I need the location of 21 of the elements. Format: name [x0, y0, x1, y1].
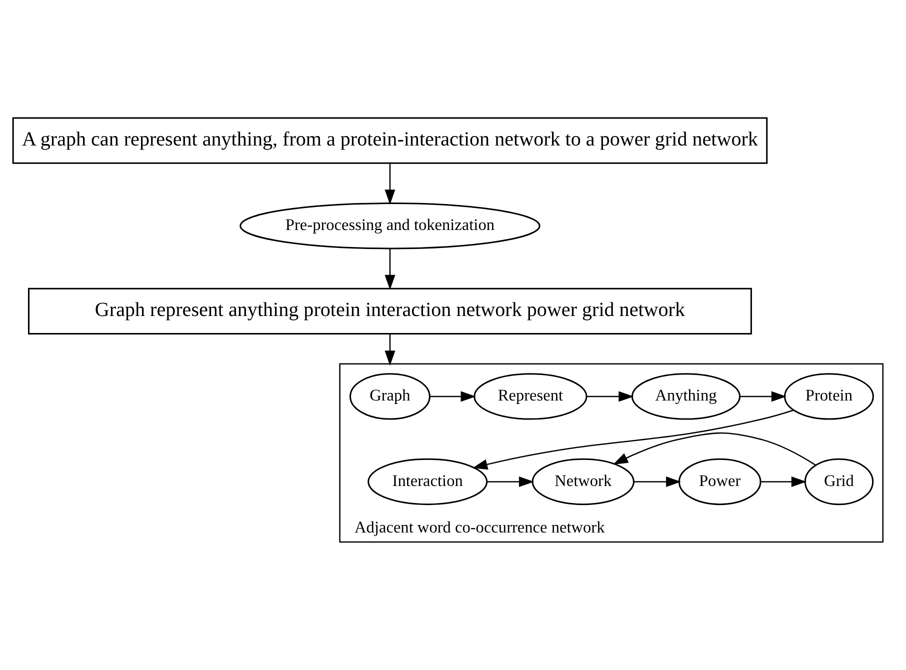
arrow — [384, 164, 396, 205]
node-box: Graph represent anything protein interaction network power grid network — [28, 288, 752, 334]
arrow — [430, 391, 476, 402]
node-ellipse: Grid — [804, 458, 874, 506]
node-ellipse: Pre-processing and tokenization — [240, 202, 540, 250]
node-ellipse: Protein — [784, 373, 874, 420]
arrow — [472, 410, 794, 470]
arrow — [384, 248, 396, 290]
arrow — [634, 476, 682, 488]
arrow — [586, 391, 634, 402]
node-ellipse: Graph — [350, 373, 430, 420]
arrow — [760, 476, 806, 488]
arrow — [487, 476, 534, 488]
arrow — [612, 432, 816, 466]
node-ellipse: Represent — [474, 373, 588, 420]
arrow — [740, 391, 786, 402]
arrow — [384, 334, 396, 366]
node-box: A graph can represent anything, from a protein-interaction network to a power grid network — [12, 117, 768, 164]
node-ellipse: Anything — [631, 373, 741, 420]
node-ellipse: Network — [532, 458, 634, 506]
node-ellipse: Power — [678, 458, 762, 506]
